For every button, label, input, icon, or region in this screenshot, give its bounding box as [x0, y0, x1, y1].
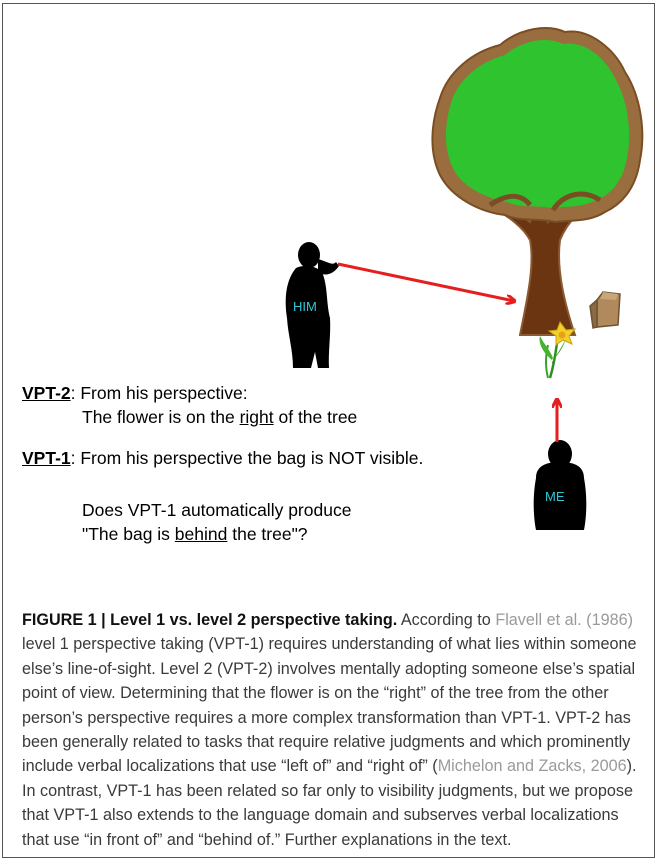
vpt2-right-underlined: right	[239, 407, 274, 427]
vpt2-line1: VPT-2: From his perspective:	[22, 383, 248, 404]
question-line1: Does VPT-1 automatically produce	[82, 500, 352, 520]
figure-caption: FIGURE 1 | Level 1 vs. level 2 perspecti…	[22, 608, 642, 852]
vpt2-line2: The flower is on the right of the tree	[82, 407, 357, 428]
figure-label: FIGURE 1 | Level 1 vs. level 2 perspecti…	[22, 611, 398, 629]
question-line2-pre: "The bag is	[82, 524, 175, 544]
citation-michelon[interactable]: Michelon and Zacks, 2006	[437, 757, 627, 776]
me-label: ME	[545, 489, 565, 504]
figure-illustration: HIM ME	[285, 27, 644, 530]
question-line2: "The bag is behind the tree"?	[82, 524, 308, 545]
vpt2-line2-pre: The flower is on the	[82, 407, 240, 427]
caption-text-3: ). In contrast, VPT-1 has been related s…	[22, 757, 637, 849]
vpt1-label: VPT-1	[22, 448, 71, 468]
daffodil-flower-icon	[539, 320, 577, 379]
me-silhouette: ME	[533, 440, 587, 530]
him-line-of-sight-arrow	[337, 262, 514, 301]
vpt2-line2-post: of the tree	[273, 407, 358, 427]
caption-text-1: According to	[397, 611, 496, 629]
citation-flavell[interactable]: Flavell et al. (1986)	[495, 611, 633, 629]
question-behind-underlined: behind	[174, 524, 228, 544]
tree-foliage	[445, 39, 630, 208]
vpt1-line1-text: : From his perspective the bag is NOT vi…	[70, 448, 424, 468]
caption-text-2: level 1 perspective taking (VPT-1) requi…	[22, 635, 637, 776]
figure-frame	[2, 3, 655, 858]
paper-bag-icon	[589, 291, 621, 329]
vpt2-label: VPT-2	[22, 383, 71, 403]
vpt2-line1-text: : From his perspective:	[70, 383, 248, 403]
question-line2-post: the tree"?	[227, 524, 308, 544]
him-label: HIM	[293, 299, 317, 314]
tree	[431, 27, 644, 336]
vpt1-line1: VPT-1: From his perspective the bag is N…	[22, 448, 423, 469]
him-silhouette: HIM	[285, 242, 339, 368]
